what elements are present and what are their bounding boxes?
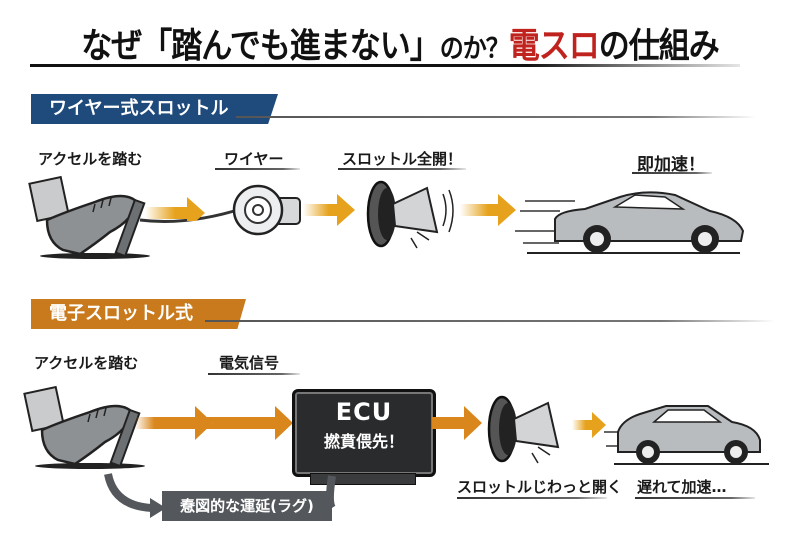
underline [215,168,300,170]
step-label-delayed-accel: 遅れて加速… [637,478,727,496]
arrow-right-icon [432,406,482,440]
underline [338,168,466,170]
section-tag-wire: ワイヤー式スロットル [31,94,278,124]
step-label-instant-accel: 即加速！ [637,155,705,175]
title-part1: なぜ「踏んでも進まない」 [81,26,440,67]
arrow-right-icon [572,412,606,438]
suv-car-icon [604,405,769,465]
ecu-sublabel: 撚賁偎先！ [323,432,404,451]
underline [632,172,712,174]
foot-pedal-icon [28,175,150,259]
step-label-throttle-slow: スロットルじわっと開く [457,478,623,496]
title-part3: の仕組み [598,26,720,67]
title-highlight: 電スロ [508,26,600,67]
lag-label: 憃図的な運延(ラグ) [162,491,332,521]
foot-pedal-icon [23,385,145,469]
arrow-right-icon [460,194,516,226]
underline [457,497,607,499]
section-tag-electronic: 電子スロットル式 [31,299,246,329]
ecu-connector [310,473,416,485]
ecu-box-icon: ECU 撚賁偎先！ [292,389,436,477]
step-label-press-pedal: アクセルを踏む [38,150,143,168]
underline [208,373,300,375]
step-label-electric-signal: 電気信号 [219,354,280,372]
throttle-valve-icon [487,395,560,464]
page-title: なぜ「踏んでも進まない」のか？電スロの仕組み [0,17,800,67]
arrow-right-icon [303,194,355,226]
signal-arrow-icon [135,406,293,440]
step-label-wire: ワイヤー [224,150,284,168]
step-label-throttle-full: スロットル全開！ [342,150,463,168]
sports-car-icon [515,191,745,254]
arrow-right-icon [145,197,205,221]
underline [635,497,755,499]
ecu-label: ECU [335,398,393,426]
title-part2: のか？ [439,32,510,65]
section-divider-electronic [205,320,775,322]
wire-pulley-icon [232,184,301,236]
step-label-press-pedal: アクセルを踏む [34,354,139,372]
section-divider-wire [236,116,756,118]
title-divider [30,64,740,67]
throttle-valve-icon [366,180,454,249]
